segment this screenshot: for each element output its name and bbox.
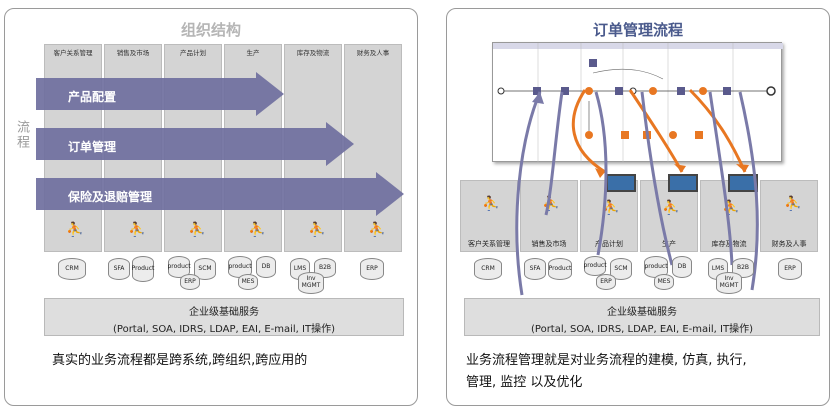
- arrow-insurance: [36, 172, 404, 216]
- arrow-order-management: [36, 122, 354, 166]
- service-title: 企业级基础服务: [607, 307, 677, 318]
- left-enterprise-services: 企业级基础服务 (Portal, SOA, IDRS, LDAP, EAI, E…: [44, 298, 404, 336]
- column-label: 销售及市场: [116, 49, 150, 57]
- system-crm: CRM: [474, 258, 502, 280]
- monitor-icon: [668, 174, 698, 192]
- column-label: 库存及物流: [711, 240, 747, 248]
- system-erp-finance: ERP: [360, 258, 384, 280]
- right-enterprise-services: 企业级基础服务 (Portal, SOA, IDRS, LDAP, EAI, E…: [464, 298, 820, 336]
- system-scm: SCM: [610, 258, 632, 280]
- person-icon: ⛹: [368, 222, 386, 238]
- arrow-product-config: [36, 72, 284, 116]
- column-label: 库存及物流: [296, 49, 330, 57]
- left-caption: 真实的业务流程都是跨系统,跨组织,跨应用的: [52, 353, 308, 368]
- service-title: 企业级基础服务: [189, 307, 259, 318]
- bpm-flow-svg: [493, 43, 783, 163]
- service-subtitle: (Portal, SOA, IDRS, LDAP, EAI, E-mail, I…: [531, 324, 753, 335]
- system-sfa: SFA: [108, 258, 130, 280]
- right-caption: 业务流程管理就是对业务流程的建模, 仿真, 执行, 管理, 监控 以及优化: [466, 350, 747, 394]
- person-icon: ⛹: [66, 222, 84, 238]
- system-db: DB: [672, 256, 692, 278]
- column-label: 财务及人事: [771, 240, 807, 248]
- system-inv-mgmt: Inv MGMT: [298, 272, 324, 294]
- arrow-label-insurance: 保险及退赔管理: [68, 190, 153, 204]
- person-icon: ⛹: [128, 222, 146, 238]
- system-mes: MES: [654, 274, 674, 290]
- system-crm: CRM: [58, 258, 86, 280]
- arrow-label-order-management: 订单管理: [68, 140, 117, 154]
- right-caption-line1: 业务流程管理就是对业务流程的建模, 仿真, 执行,: [466, 353, 747, 368]
- purple-flow-lines: [515, 91, 759, 296]
- system-product: Product: [548, 258, 572, 280]
- system-sfa: SFA: [524, 258, 546, 280]
- person-icon: ⛹: [784, 196, 802, 212]
- right-panel-title: 订单管理流程: [592, 21, 683, 39]
- arrow-label-product-config: 产品配置: [68, 90, 117, 104]
- system-product-plan: product: [167, 256, 191, 278]
- orange-flow-arrows: [571, 88, 749, 178]
- column-label: 客户关系管理: [468, 240, 510, 248]
- system-erp-finance: ERP: [778, 258, 802, 280]
- person-icon: ⛹: [188, 222, 206, 238]
- column-label: 财务及人事: [356, 49, 390, 57]
- left-panel-title: 组织结构: [180, 21, 241, 39]
- column-label: 产品计划: [595, 240, 623, 248]
- right-column-production: 生产: [640, 180, 698, 252]
- person-icon: ⛹: [308, 222, 326, 238]
- system-db: DB: [256, 256, 276, 278]
- system-product-plan: product: [583, 256, 607, 276]
- right-column-plan: 产品计划: [580, 180, 638, 252]
- system-scm: SCM: [194, 258, 216, 280]
- person-icon: ⛹: [602, 200, 620, 216]
- system-erp-plan: ERP: [596, 274, 616, 290]
- service-subtitle: (Portal, SOA, IDRS, LDAP, EAI, E-mail, I…: [113, 324, 335, 335]
- column-label: 销售及市场: [531, 240, 567, 248]
- person-icon: ⛹: [662, 200, 680, 216]
- right-column-finance: 财务及人事: [760, 180, 818, 252]
- person-icon: ⛹: [482, 196, 500, 212]
- system-mes: MES: [238, 274, 258, 290]
- right-column-sales: 销售及市场: [520, 180, 578, 252]
- monitor-icon: [728, 174, 758, 192]
- system-product: Product: [132, 256, 154, 282]
- right-caption-line2: 管理, 监控 以及优化: [466, 375, 583, 390]
- column-label: 产品计划: [180, 49, 206, 57]
- column-label: 生产: [662, 240, 676, 248]
- right-column-crm: 客户关系管理: [460, 180, 518, 252]
- column-label: 生产: [246, 49, 260, 57]
- column-label: 客户关系管理: [53, 49, 93, 57]
- system-inv-mgmt: Inv MGMT: [716, 272, 742, 294]
- person-icon: ⛹: [248, 222, 266, 238]
- process-side-label: 流程: [14, 120, 29, 150]
- system-erp-plan: ERP: [180, 274, 200, 290]
